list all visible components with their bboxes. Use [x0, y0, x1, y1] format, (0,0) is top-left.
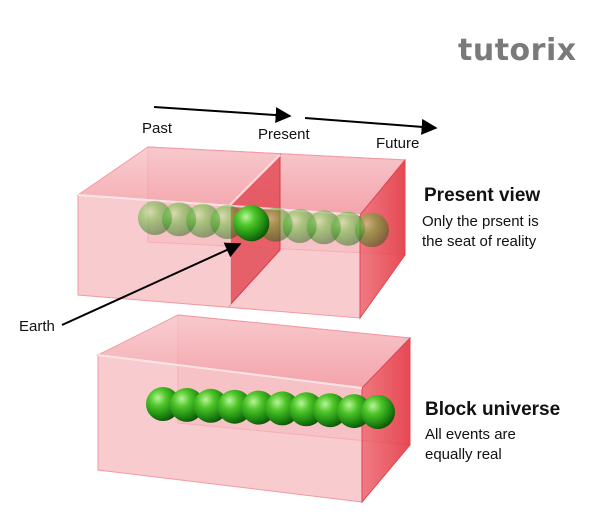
earth-position-sphere — [337, 394, 372, 429]
earth-pointer-arrow — [61, 242, 242, 326]
earth-position-sphere — [241, 390, 276, 425]
earth-sphere — [233, 205, 270, 242]
earth-position-sphere — [146, 387, 180, 421]
earth-label: Earth — [19, 318, 55, 335]
block-universe-spheres — [146, 387, 395, 429]
earth-position-sphere — [361, 395, 395, 429]
earth-position-sphere — [169, 387, 204, 422]
block-universe-line2: equally real — [425, 446, 502, 463]
earth-position-sphere — [289, 392, 324, 427]
earth-position-sphere — [282, 209, 317, 243]
earth-position-sphere — [162, 202, 197, 237]
timeline-arrow-present-future — [304, 117, 438, 135]
present-view-line1: Only the prsent is — [422, 213, 539, 230]
earth-position-sphere — [217, 389, 252, 424]
earth-position-sphere — [138, 201, 172, 235]
earth-position-sphere — [330, 211, 365, 246]
earth-position-sphere — [313, 393, 348, 428]
tutorix-logo: tutorix — [458, 33, 577, 68]
earth-position-sphere — [186, 203, 221, 238]
earth-position-sphere — [193, 388, 228, 423]
past-label: Past — [142, 120, 173, 137]
timeline-arrow-past-present — [153, 106, 292, 124]
earth-position-sphere — [355, 213, 389, 247]
present-label: Present — [258, 126, 310, 143]
block-universe-title: Block universe — [425, 399, 561, 420]
future-label: Future — [376, 135, 420, 152]
present-view-line2: the seat of reality — [422, 233, 537, 250]
block-universe-line1: All events are — [425, 426, 516, 443]
earth-position-sphere — [265, 391, 300, 426]
present-view-title: Present view — [424, 185, 541, 206]
present-view-spheres — [138, 201, 389, 247]
earth-position-sphere — [306, 210, 341, 245]
